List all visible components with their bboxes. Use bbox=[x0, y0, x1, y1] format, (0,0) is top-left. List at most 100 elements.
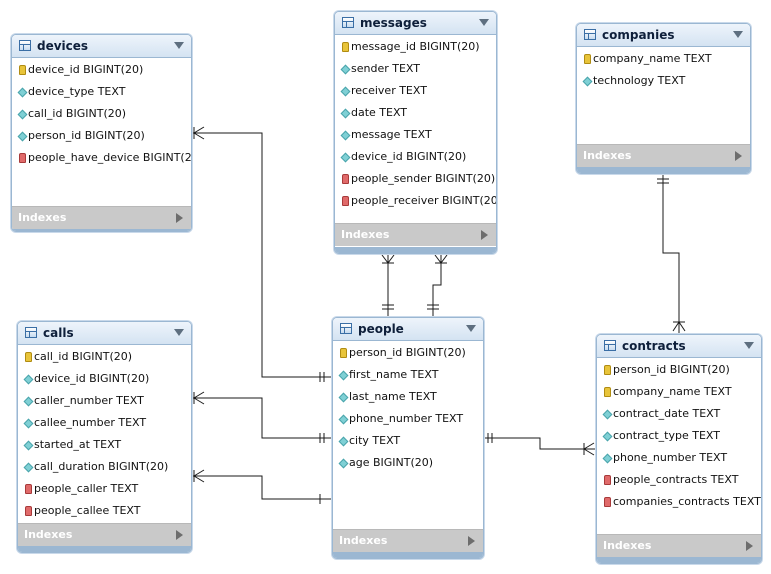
column-row[interactable]: started_at TEXT bbox=[18, 434, 191, 456]
column-label: device_type TEXT bbox=[28, 85, 126, 98]
column-row[interactable]: sender TEXT bbox=[335, 58, 496, 80]
column-row[interactable]: device_id BIGINT(20) bbox=[18, 368, 191, 390]
table-people[interactable]: people person_id BIGINT(20)first_name TE… bbox=[332, 317, 484, 559]
relationship-people-contracts[interactable] bbox=[484, 437, 595, 450]
column-row[interactable]: receiver TEXT bbox=[335, 80, 496, 102]
indexes-section[interactable]: Indexes bbox=[333, 529, 483, 552]
column-label: call_id BIGINT(20) bbox=[28, 107, 127, 120]
table-devices[interactable]: devices device_id BIGINT(20) device_type … bbox=[11, 34, 192, 232]
column-row[interactable]: caller_number TEXT bbox=[18, 390, 191, 412]
chevron-down-icon[interactable] bbox=[744, 342, 754, 349]
column-row[interactable]: phone_number TEXT bbox=[333, 408, 483, 430]
column-row[interactable]: age BIGINT(20) bbox=[333, 452, 483, 474]
primary-key-icon bbox=[342, 42, 349, 52]
table-icon bbox=[19, 40, 31, 51]
column-row[interactable]: call_id BIGINT(20) bbox=[12, 103, 191, 125]
table-name: contracts bbox=[622, 339, 686, 353]
column-list: device_id BIGINT(20) device_type TEXT call… bbox=[12, 58, 191, 179]
relationship-devices-people[interactable] bbox=[191, 132, 331, 378]
column-row[interactable]: technology TEXT bbox=[577, 70, 750, 92]
column-label: device_id BIGINT(20) bbox=[34, 372, 150, 385]
relationship-calls-people-callee[interactable] bbox=[191, 475, 331, 500]
primary-key-icon bbox=[340, 348, 347, 358]
column-row[interactable]: last_name TEXT bbox=[333, 386, 483, 408]
table-header[interactable]: people bbox=[333, 318, 483, 341]
table-footer-strip bbox=[577, 167, 750, 173]
column-row[interactable]: contract_date TEXT bbox=[597, 403, 761, 425]
column-row[interactable]: message TEXT bbox=[335, 124, 496, 146]
relationship-calls-people-caller[interactable] bbox=[191, 397, 331, 439]
indexes-label: Indexes bbox=[583, 149, 632, 162]
indexes-section[interactable]: Indexes bbox=[577, 144, 750, 167]
column-row[interactable]: companies_contracts TEXT bbox=[597, 491, 761, 513]
column-row[interactable]: phone_number TEXT bbox=[597, 447, 761, 469]
column-row[interactable]: device_id BIGINT(20) bbox=[335, 146, 496, 168]
column-row[interactable]: people_sender BIGINT(20) bbox=[335, 168, 496, 190]
column-row[interactable]: company_name TEXT bbox=[577, 48, 750, 70]
column-row[interactable]: message_id BIGINT(20) bbox=[335, 36, 496, 58]
relationship-messages-people-receiver[interactable] bbox=[432, 253, 442, 316]
primary-key-icon bbox=[604, 365, 611, 375]
column-label: call_id BIGINT(20) bbox=[34, 350, 133, 363]
expand-arrow-icon[interactable] bbox=[735, 151, 742, 161]
column-row[interactable]: company_name TEXT bbox=[597, 381, 761, 403]
table-footer-strip bbox=[12, 229, 191, 231]
column-row[interactable]: contract_type TEXT bbox=[597, 425, 761, 447]
expand-arrow-icon[interactable] bbox=[468, 536, 475, 546]
expand-arrow-icon[interactable] bbox=[176, 530, 183, 540]
table-header[interactable]: contracts bbox=[597, 335, 761, 358]
column-row[interactable]: device_id BIGINT(20) bbox=[12, 59, 191, 81]
foreign-key-icon bbox=[604, 475, 611, 485]
column-row[interactable]: device_type TEXT bbox=[12, 81, 191, 103]
table-calls[interactable]: calls call_id BIGINT(20) device_id BIGINT… bbox=[17, 321, 192, 553]
column-row[interactable]: people_have_device BIGINT(20) bbox=[12, 147, 191, 169]
table-name: calls bbox=[43, 326, 74, 340]
table-header[interactable]: messages bbox=[335, 12, 496, 35]
column-row[interactable]: people_caller TEXT bbox=[18, 478, 191, 500]
primary-key-icon bbox=[584, 54, 591, 64]
table-icon bbox=[604, 340, 616, 351]
chevron-down-icon[interactable] bbox=[174, 42, 184, 49]
column-row[interactable]: city TEXT bbox=[333, 430, 483, 452]
chevron-down-icon[interactable] bbox=[479, 19, 489, 26]
column-row[interactable]: person_id BIGINT(20) bbox=[597, 359, 761, 381]
expand-arrow-icon[interactable] bbox=[176, 213, 183, 223]
column-label: receiver TEXT bbox=[351, 84, 427, 97]
column-row[interactable]: call_id BIGINT(20) bbox=[18, 346, 191, 368]
indexes-label: Indexes bbox=[603, 539, 652, 552]
column-row[interactable]: person_id BIGINT(20) bbox=[12, 125, 191, 147]
column-row[interactable]: callee_number TEXT bbox=[18, 412, 191, 434]
column-diamond-icon bbox=[23, 462, 34, 473]
column-row[interactable]: people_contracts TEXT bbox=[597, 469, 761, 491]
column-row[interactable]: person_id BIGINT(20) bbox=[333, 342, 483, 364]
column-row[interactable]: first_name TEXT bbox=[333, 364, 483, 386]
column-diamond-icon bbox=[23, 418, 34, 429]
indexes-section[interactable]: Indexes bbox=[335, 223, 496, 246]
column-row[interactable]: people_receiver BIGINT(20) bbox=[335, 190, 496, 212]
table-header[interactable]: companies bbox=[577, 24, 750, 47]
chevron-down-icon[interactable] bbox=[174, 329, 184, 336]
table-header[interactable]: calls bbox=[18, 322, 191, 345]
expand-arrow-icon[interactable] bbox=[746, 541, 753, 551]
table-icon bbox=[584, 29, 596, 40]
expand-arrow-icon[interactable] bbox=[481, 230, 488, 240]
column-label: date TEXT bbox=[351, 106, 408, 119]
indexes-section[interactable]: Indexes bbox=[597, 534, 761, 557]
column-row[interactable]: date TEXT bbox=[335, 102, 496, 124]
indexes-section[interactable]: Indexes bbox=[12, 206, 191, 229]
column-label: people_contracts TEXT bbox=[613, 473, 739, 486]
indexes-section[interactable]: Indexes bbox=[18, 523, 191, 546]
relationship-companies-contracts[interactable] bbox=[662, 173, 680, 334]
chevron-down-icon[interactable] bbox=[733, 31, 743, 38]
column-row[interactable]: people_callee TEXT bbox=[18, 500, 191, 522]
table-icon bbox=[342, 17, 354, 28]
table-contracts[interactable]: contracts person_id BIGINT(20)company_na… bbox=[596, 334, 762, 564]
column-row[interactable]: call_duration BIGINT(20) bbox=[18, 456, 191, 478]
chevron-down-icon[interactable] bbox=[466, 325, 476, 332]
column-diamond-icon bbox=[17, 109, 28, 120]
table-messages[interactable]: messages message_id BIGINT(20)sender TEX… bbox=[334, 11, 497, 254]
column-diamond-icon bbox=[338, 436, 349, 447]
table-header[interactable]: devices bbox=[12, 35, 191, 58]
